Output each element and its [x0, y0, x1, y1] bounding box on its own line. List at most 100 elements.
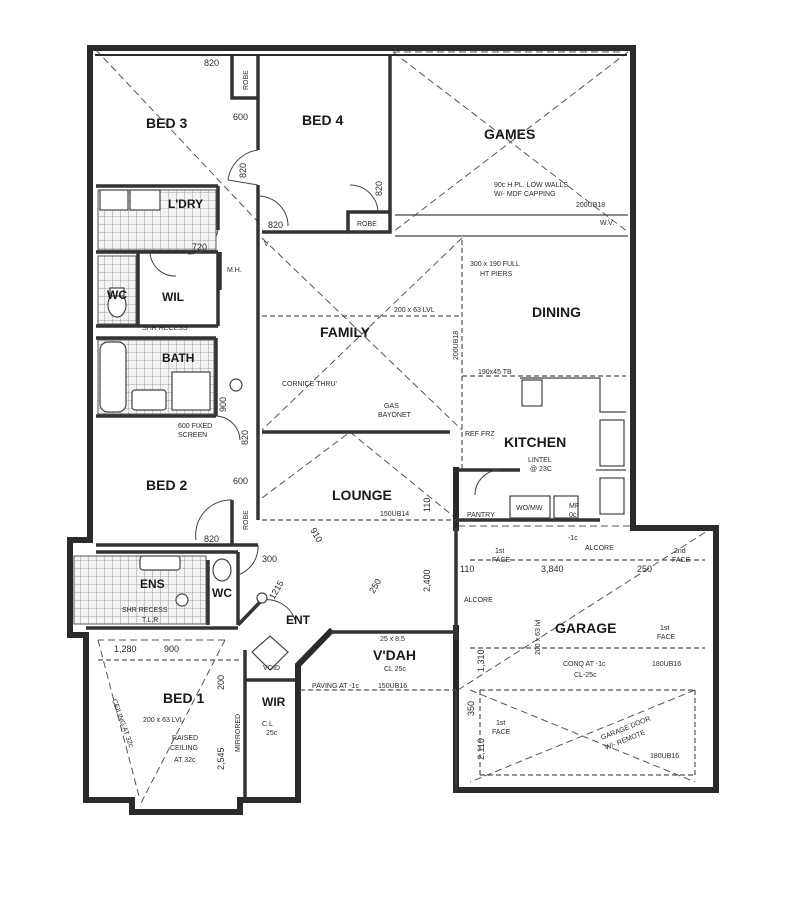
dim-300: 300: [262, 554, 277, 564]
small-labels: ROBE ROBE ROBE M.H. V PANTRY WO/MW VOID …: [227, 70, 579, 737]
dim-200: 200: [216, 675, 226, 690]
note-piers: 300 x 190 FULL: [470, 261, 520, 268]
note-lounge-beam: 150UB14: [380, 511, 409, 518]
room-bed2: BED 2: [146, 477, 187, 493]
note-paving: PAVING AT -1c: [312, 683, 359, 690]
room-dining: DINING: [532, 304, 581, 320]
note-paving-beam: 150UB16: [378, 683, 407, 690]
note-bayonet: BAYONET: [378, 412, 412, 419]
dim-900: 900: [218, 397, 228, 412]
exterior-walls: [67, 45, 719, 815]
dim-820c: 820: [268, 220, 283, 230]
fixtures: [73, 189, 625, 671]
note-ens-shr: SHR RECESS: [122, 607, 168, 614]
room-bed1: BED 1: [163, 690, 204, 706]
room-vdah: V'DAH: [373, 647, 416, 663]
construction-notes: 90c H PL. LOW WALLS W/- MDF CAPPING 200U…: [110, 182, 690, 764]
note-gar-lvl: 200 x 63 lvl: [535, 619, 542, 655]
label-robe3: ROBE: [243, 510, 250, 530]
room-labels: BED 3 BED 4 GAMES L'DRY WC WIL BATH FAMI…: [107, 112, 616, 709]
dim-1280: 1,280: [114, 644, 137, 654]
room-games: GAMES: [484, 126, 535, 142]
dim-820e: 820: [240, 430, 250, 445]
dimensions: 820 600 820 820 820 720 900 820 600 820 …: [114, 58, 652, 770]
label-pantry: PANTRY: [467, 512, 495, 519]
note-screen: SCREEN: [178, 432, 207, 439]
note-mirrored: MIRRORED: [235, 714, 242, 752]
door-swings: [149, 149, 499, 621]
label-mf: MF: [569, 503, 579, 510]
note-face2b: FACE: [672, 557, 691, 564]
note-cornice: CORNICE THRU': [282, 381, 337, 388]
note-wv: W.V.: [600, 220, 614, 227]
dim-250: 250: [637, 564, 652, 574]
note-tlr: T.L.R: [142, 617, 158, 624]
note-face2: 2nd: [674, 548, 686, 555]
label-cl: C.L: [262, 721, 273, 728]
label-mh: M.H.: [227, 267, 242, 274]
note-alcore2: ALCORE: [464, 597, 493, 604]
label-mf-val: 0c: [569, 512, 577, 519]
label-void: VOID: [263, 665, 280, 672]
room-ens: ENS: [140, 577, 165, 591]
note-alcore1: ALCORE: [585, 545, 614, 552]
dim-2400: 2,400: [422, 569, 432, 592]
note-lvl-bed1: 200 x 63 LVL: [143, 717, 184, 724]
note-face4: 1st: [496, 720, 505, 727]
dim-2110: 2,110: [476, 738, 486, 760]
note-gas: GAS: [384, 403, 399, 410]
note-face1b: FACE: [492, 557, 511, 564]
label-wo-mw: WO/MW: [516, 505, 543, 512]
room-ldry: L'DRY: [168, 197, 203, 211]
dim-900b: 900: [164, 644, 179, 654]
note-face3b: FACE: [657, 634, 676, 641]
label-ref-frz: REF FRZ: [465, 431, 495, 438]
note-minus1c: -1c: [568, 535, 578, 542]
dim-250b: 250: [367, 577, 383, 595]
note-at32: AT 32c: [174, 757, 196, 764]
dim-820f: 820: [204, 534, 219, 544]
note-shr-bath: SHR RECESS: [142, 325, 188, 332]
note-beam-family: 200UB18: [453, 331, 460, 360]
note-beam-games: 200UB18: [576, 202, 605, 209]
dim-350: 350: [466, 701, 476, 716]
note-lvl-family: 200 x 63 LVL: [394, 307, 435, 314]
note-raised: RAISED: [172, 735, 198, 742]
room-family: FAMILY: [320, 324, 371, 340]
dim-910: 910: [308, 526, 324, 544]
note-lintel: LINTEL: [528, 457, 552, 464]
note-vdah-size: 25 x 8.5: [380, 636, 405, 643]
dim-600a: 600: [233, 112, 248, 122]
dim-720: 720: [192, 242, 207, 252]
note-tb: 190x45 TB: [478, 369, 512, 376]
label-robe2: ROBE: [357, 221, 377, 228]
note-piers2: HT PIERS: [480, 271, 512, 278]
note-conc: CONQ AT -1c: [563, 661, 606, 668]
dim-1215: 1215: [267, 579, 286, 601]
room-wir: WIR: [262, 695, 286, 709]
room-ent: ENT: [286, 613, 311, 627]
dim-2545: 2,545: [216, 747, 226, 770]
dim-820d: 820: [374, 181, 384, 196]
note-ceiling: CEILING: [170, 745, 198, 752]
note-low-walls: 90c H PL. LOW WALLS: [494, 182, 568, 189]
note-cl-garage: CL-25c: [574, 672, 597, 679]
interior-walls: [86, 55, 628, 800]
label-v: V: [264, 241, 269, 248]
room-wc1: WC: [107, 288, 127, 302]
dim-820a: 820: [204, 58, 219, 68]
room-bed4: BED 4: [302, 112, 343, 128]
label-cl-val: 25c: [266, 730, 278, 737]
note-ceiling-side: CEILING AT 32c: [110, 698, 134, 749]
room-diagonals: [95, 49, 716, 806]
room-lounge: LOUNGE: [332, 487, 392, 503]
note-vdah-cl: CL 25c: [384, 666, 406, 673]
dim-820b: 820: [238, 163, 248, 178]
room-kitchen: KITCHEN: [504, 434, 566, 450]
label-robe1: ROBE: [243, 70, 250, 90]
dim-110a: 110: [460, 564, 474, 574]
room-garage: GARAGE: [555, 620, 616, 636]
note-lintel-val: @ 23C: [530, 466, 552, 473]
dim-600b: 600: [233, 476, 248, 486]
